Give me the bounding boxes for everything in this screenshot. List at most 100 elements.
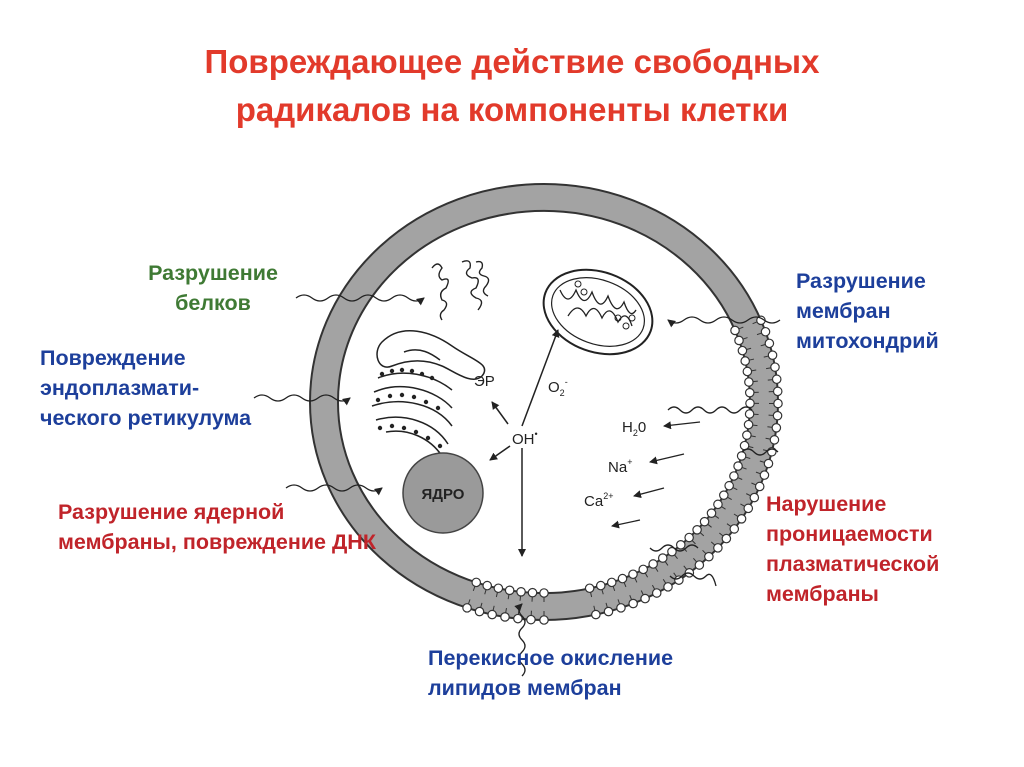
lipid-head <box>740 356 750 366</box>
lipid-head <box>648 559 658 569</box>
lipid-head <box>730 325 740 336</box>
lipid-head <box>526 614 536 625</box>
lipid-head <box>638 564 649 575</box>
arrow-protein <box>295 294 425 306</box>
lipid-head <box>513 613 523 624</box>
lipid-head <box>539 615 549 625</box>
lipid-head <box>504 585 515 596</box>
lipid-head <box>729 524 740 534</box>
lipid-head <box>770 362 780 372</box>
label-plasma-membrane-permeability: Нарушение проницаемости плазматической м… <box>766 492 940 606</box>
lipid-head <box>500 612 510 622</box>
label-protein-destruction: Разрушение белков <box>148 261 278 315</box>
lipid-head <box>764 338 775 349</box>
lipid-head <box>763 458 774 469</box>
lipid-head <box>733 461 743 471</box>
label-er-damage: Повреждение эндоплазмати-ческого ретикул… <box>40 346 252 430</box>
lipid-head <box>539 588 549 598</box>
lipid-head <box>482 580 493 591</box>
arrow-nucleus <box>285 484 383 496</box>
lipid-head <box>745 398 755 409</box>
lipid-head <box>773 398 783 409</box>
lipid-head <box>713 499 723 510</box>
wave-plasma-1 <box>667 406 753 414</box>
lipid-head <box>760 326 771 337</box>
wave-plasma-4 <box>669 572 717 587</box>
wave-plasma-2 <box>741 448 779 456</box>
lipid-head <box>742 430 752 440</box>
lipid-head <box>771 423 782 433</box>
sodium-ion: Na+ <box>608 457 632 476</box>
lipid-head <box>651 588 662 598</box>
lipid-head <box>487 609 497 620</box>
page-title: Повреждающее действие свободных радикало… <box>204 43 820 128</box>
lipid-head <box>640 593 650 604</box>
lipid-head <box>674 575 684 585</box>
lipid-head <box>719 490 729 500</box>
lipid-head <box>675 540 686 550</box>
lipid-head <box>737 345 748 356</box>
lipid-head <box>616 603 626 613</box>
lipid-head <box>713 543 723 553</box>
lipid-head <box>706 508 717 518</box>
lipid-head <box>749 492 760 503</box>
lipid-head <box>772 386 783 397</box>
oh-radical: OH• <box>512 429 538 448</box>
mitochondrion <box>542 268 654 356</box>
lipid-head <box>734 335 744 346</box>
lipid-head <box>736 451 747 461</box>
lipid-head <box>772 410 783 421</box>
lipid-head <box>771 374 782 385</box>
lipid-head <box>471 577 482 588</box>
er-label: ЭР <box>474 373 495 390</box>
lipid-head <box>516 587 526 597</box>
water: H20 <box>622 419 646 438</box>
ion-arrows <box>611 421 701 529</box>
lipid-head <box>704 551 714 562</box>
arrow-er <box>253 394 351 406</box>
lipid-head <box>767 350 778 360</box>
lipid-head <box>628 598 638 609</box>
nucleus-label: ЯДРО <box>422 486 465 503</box>
lipid-head <box>759 470 770 480</box>
lipid-head <box>769 435 780 445</box>
lipid-head <box>667 546 677 557</box>
lipid-head <box>729 471 739 481</box>
damage-arrows <box>253 294 781 677</box>
lipid-head <box>699 516 710 527</box>
lipid-head <box>603 606 614 617</box>
lipid-head <box>462 603 472 613</box>
er-ribosomes <box>375 367 443 449</box>
label-nuclear-membrane-damage: Разрушение ядерной мембраны, повреждение… <box>58 500 376 554</box>
label-lipid-peroxidation: Перекисное окисление липидов мембран <box>428 646 674 700</box>
lipid-head <box>684 532 694 543</box>
proteins <box>431 260 490 321</box>
lipid-head <box>617 573 628 584</box>
lipid-head <box>744 377 754 387</box>
lipid-head <box>743 503 754 514</box>
lipid-head <box>744 387 755 398</box>
nucleus <box>402 452 484 534</box>
lipid-head <box>591 609 601 620</box>
endoplasmic-reticulum <box>371 329 486 457</box>
calcium-ion: Ca2+ <box>584 491 613 510</box>
lipid-bilayer-segments <box>462 315 783 625</box>
lipid-head <box>493 583 504 594</box>
label-mitochondria-damage: Разрушение мембран митохондрий <box>796 269 939 353</box>
lipid-head <box>606 577 617 588</box>
lipid-head <box>721 533 732 544</box>
superoxide: O2- <box>548 377 568 398</box>
radical-arrows <box>489 329 560 557</box>
lipid-head <box>742 366 753 377</box>
lipid-head <box>724 480 734 491</box>
lipid-head <box>663 582 673 592</box>
lipid-head <box>692 525 702 535</box>
lipid-head <box>736 514 747 524</box>
arrow-lipid <box>514 603 526 677</box>
lipid-head <box>754 481 765 492</box>
lipid-head <box>744 409 755 419</box>
lipid-head <box>743 419 754 430</box>
lipid-head <box>474 606 485 617</box>
lipid-head <box>584 583 595 594</box>
